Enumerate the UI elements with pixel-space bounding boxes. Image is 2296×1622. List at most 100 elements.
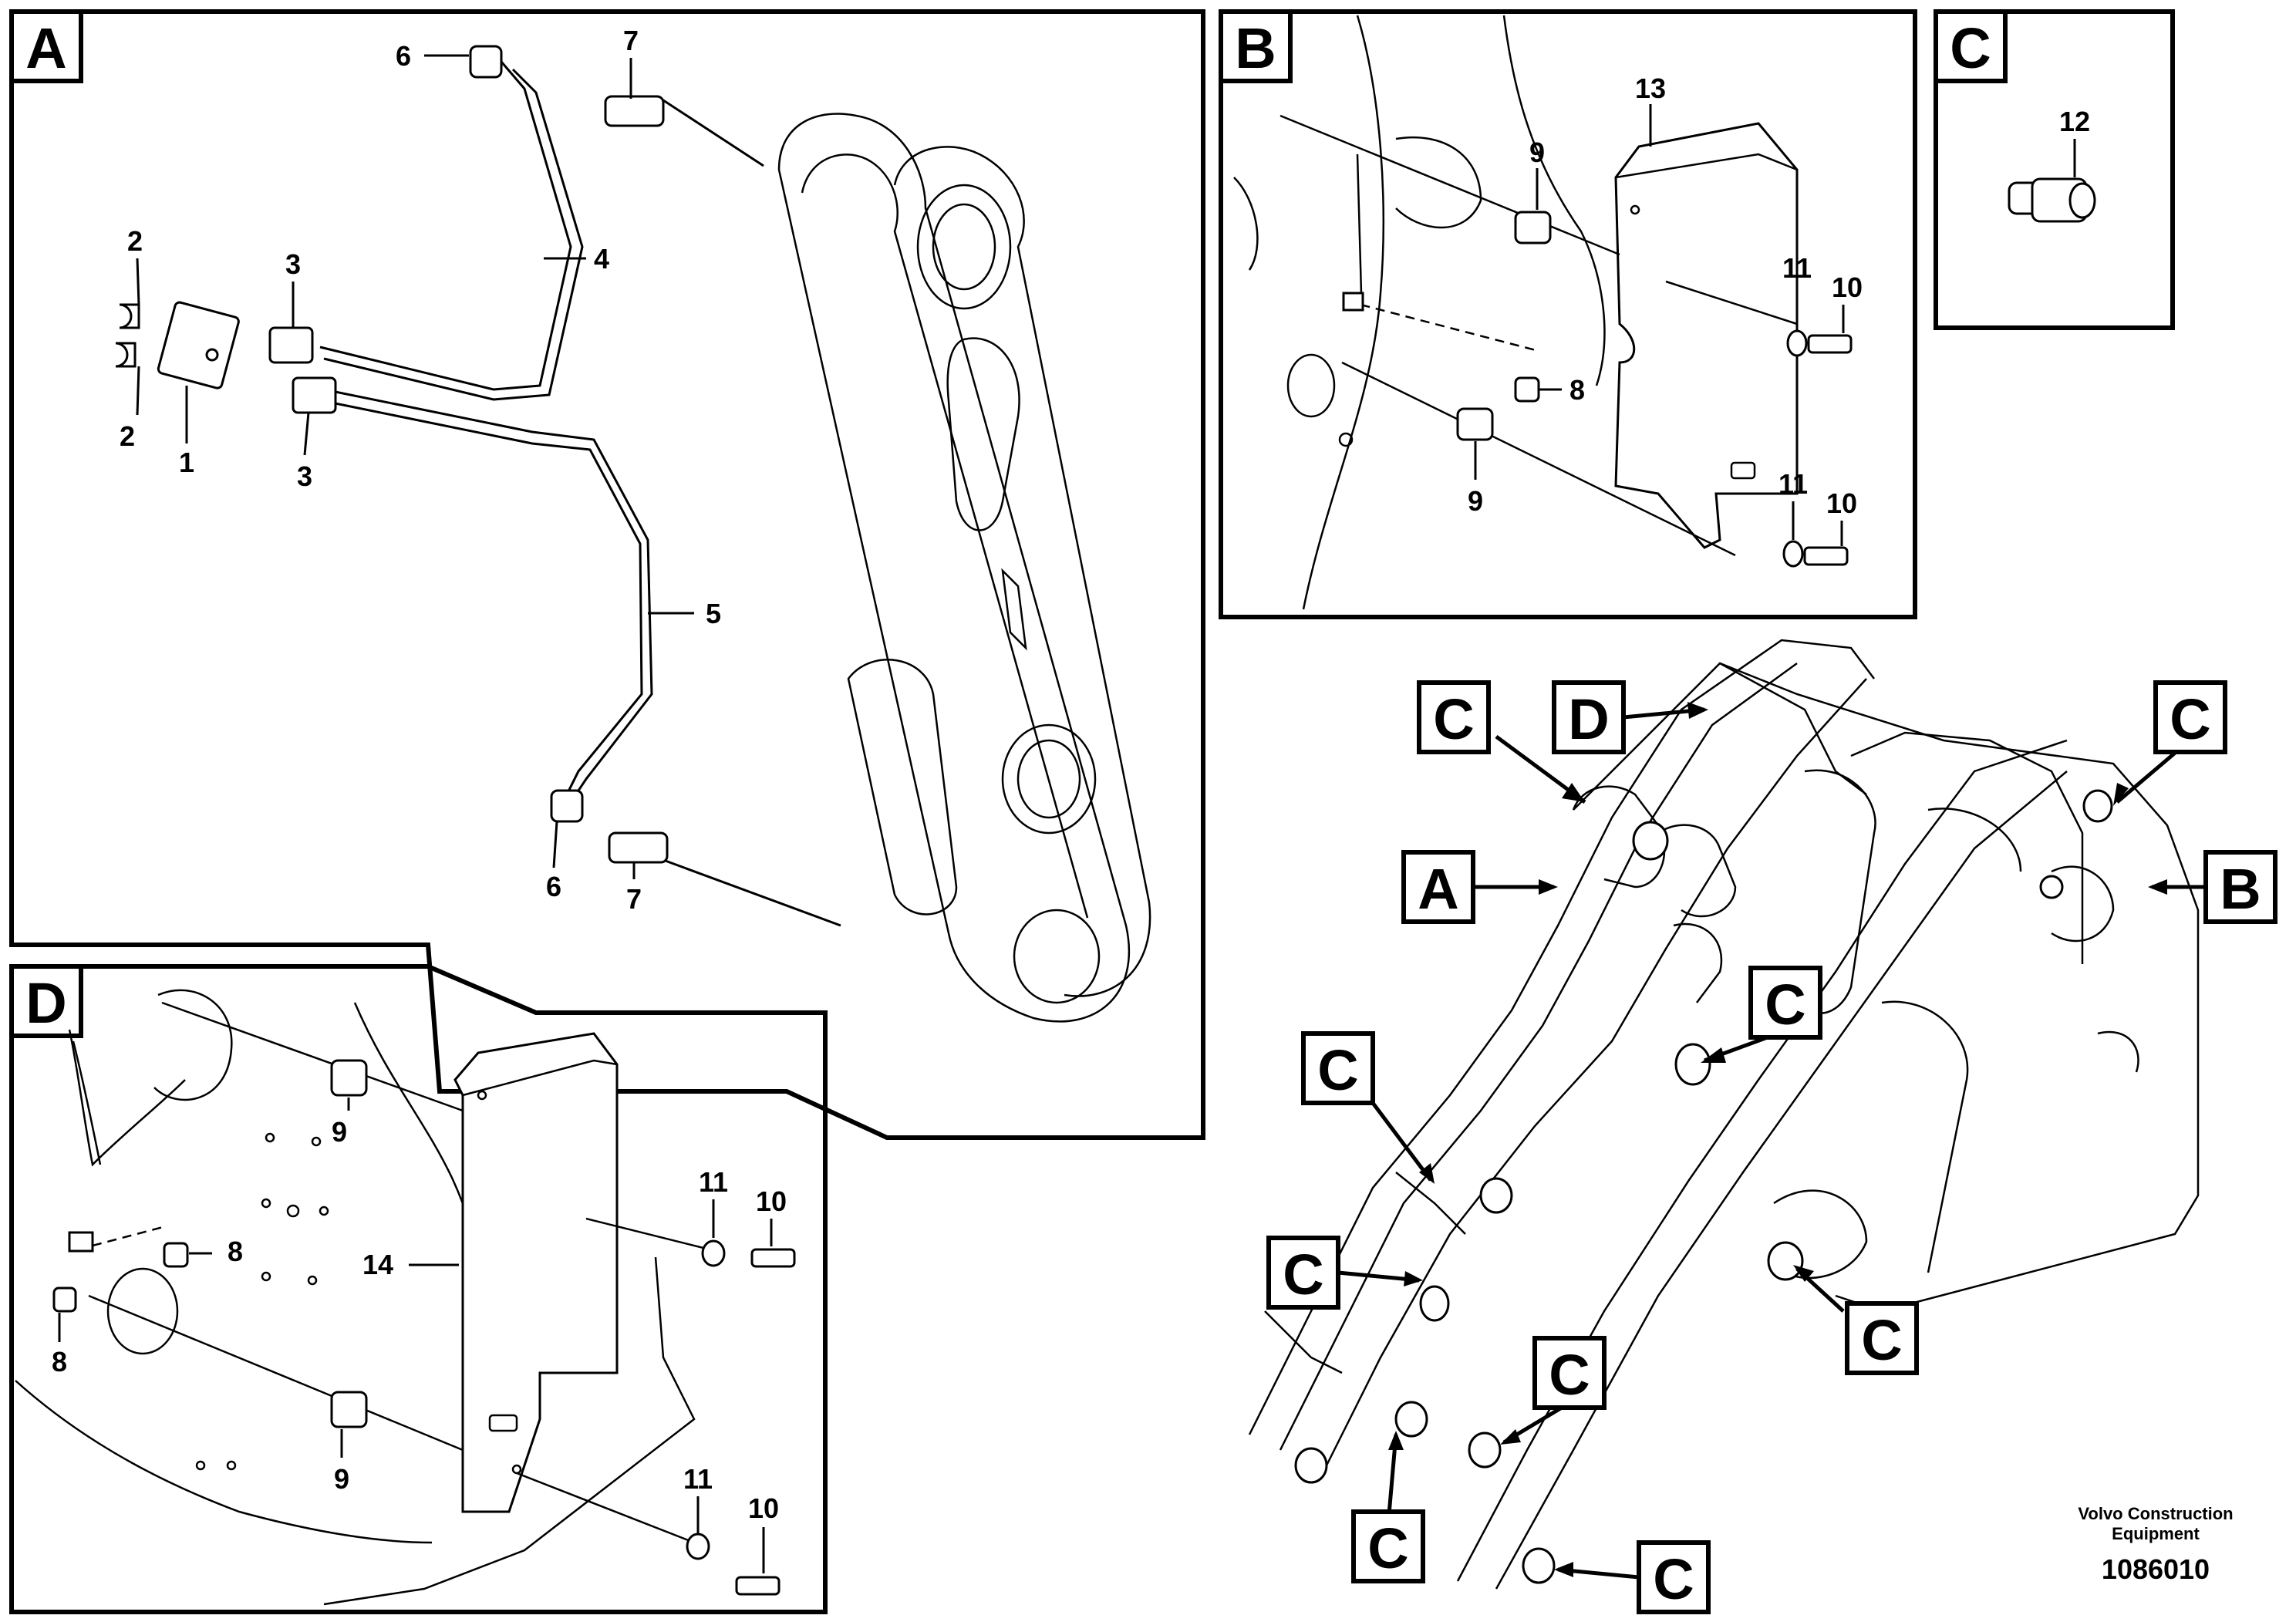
overview-tag-c-bottom-middle: C <box>1549 1343 1590 1407</box>
callout-d-11-lower: 11 <box>683 1463 713 1495</box>
guard-plate-13 <box>1614 122 1799 549</box>
elbow-bottom <box>550 789 584 823</box>
callout-d-8-right: 8 <box>228 1236 243 1267</box>
callout-a-7-bottom: 7 <box>626 883 642 915</box>
panel-c-tag-box <box>1934 9 2008 83</box>
guard-plate-14 <box>453 1032 619 1513</box>
bolt-10-upper <box>1807 334 1853 354</box>
panel-b-tag: B <box>1235 16 1276 80</box>
bolt-10-lower <box>1803 546 1849 566</box>
sensor-block-d <box>68 1231 94 1253</box>
callout-b-10-lower: 10 <box>1826 487 1857 519</box>
bolt-bottom <box>608 831 669 864</box>
callout-b-8: 8 <box>1569 374 1585 406</box>
callout-d-10-upper: 10 <box>756 1185 787 1217</box>
callout-a-4: 4 <box>594 243 609 275</box>
grease-nipple-upper <box>119 303 140 329</box>
footer: Volvo Construction Equipment 1086010 <box>2078 1504 2233 1585</box>
callout-d-10-lower: 10 <box>748 1492 779 1524</box>
callout-a-3-bottom: 3 <box>297 460 312 492</box>
panel-c-tag: C <box>1950 16 1991 80</box>
overview-tag-c-top-right: C <box>2170 687 2210 751</box>
drawing-number: 1086010 <box>2102 1553 2210 1585</box>
panel-d: D <box>9 964 828 1614</box>
fittings <box>115 45 669 864</box>
union-upper <box>268 326 314 364</box>
callout-b-11-lower: 11 <box>1778 468 1808 500</box>
overview-tag-c-center: C <box>1765 973 1805 1037</box>
panel-b-frame <box>1219 9 1917 619</box>
callout-b-13: 13 <box>1635 73 1666 104</box>
elbow-top <box>469 45 503 79</box>
spacer-9-upper <box>1514 211 1552 244</box>
callout-a-5: 5 <box>706 598 721 629</box>
callout-a-1: 1 <box>179 447 194 478</box>
overview-machine: C D A C B C C C C C C C <box>1248 639 2277 1614</box>
union-lower <box>292 376 337 414</box>
bolt-top <box>604 95 665 127</box>
frame-background-b <box>1233 15 1606 610</box>
sensor-block-b <box>1342 292 1364 312</box>
washer-11-lower-d <box>686 1533 710 1560</box>
panel-a-frame <box>9 9 1205 1140</box>
overview-pins <box>1294 789 2113 1584</box>
panel-d-tag-box <box>9 964 83 1038</box>
panel-a-tag-box <box>9 9 83 83</box>
grease-nipple-lower <box>115 342 137 368</box>
overview-tag-c-left-upper: C <box>1317 1038 1358 1102</box>
grease-tubes <box>319 61 841 927</box>
callout-b-9-upper: 9 <box>1529 137 1545 168</box>
company-line-2: Equipment <box>2112 1524 2200 1543</box>
overview-tag-d: D <box>1568 687 1609 751</box>
callout-b-10-upper: 10 <box>1832 271 1863 303</box>
panel-c-frame <box>1934 9 2175 330</box>
callout-a-2-bottom: 2 <box>120 420 135 452</box>
panel-c: C 12 <box>1934 9 2175 330</box>
overview-tag-c-left-lower: C <box>1283 1243 1323 1307</box>
panel-b: B <box>1219 9 1917 619</box>
panel-b-leaders <box>1474 104 1845 546</box>
panel-a-tag: A <box>25 16 66 80</box>
panel-d-frame <box>9 964 828 1614</box>
callout-a-2-top: 2 <box>127 225 143 257</box>
panel-a: A <box>9 9 1205 1140</box>
overview-tag-c-top-left: C <box>1433 687 1474 751</box>
panel-b-tag-box <box>1219 9 1293 83</box>
boom-arm-drawing <box>777 113 1151 1023</box>
company-line-1: Volvo Construction <box>2078 1504 2233 1523</box>
callout-c-12: 12 <box>2059 106 2090 137</box>
washer-11-lower <box>1782 540 1804 568</box>
spacer-9-lower-d <box>330 1391 368 1428</box>
callout-d-9-lower: 9 <box>334 1463 349 1495</box>
callout-a-6-top: 6 <box>396 40 411 72</box>
washer-11-upper-d <box>701 1239 726 1267</box>
callout-d-8-left: 8 <box>52 1346 67 1378</box>
bolt-10-upper-d <box>750 1248 796 1268</box>
overview-tag-c-bottom-left: C <box>1367 1516 1408 1580</box>
overview-arrowheads <box>1388 702 2167 1577</box>
callout-d-14: 14 <box>362 1249 393 1280</box>
callout-a-7-top: 7 <box>623 25 639 56</box>
callout-a-6-bottom: 6 <box>546 871 561 902</box>
panel-d-parts <box>52 1001 796 1596</box>
overview-tag-boxes <box>1266 680 2277 1614</box>
panel-d-tag: D <box>25 971 66 1035</box>
bolt-10-lower-d <box>735 1576 781 1596</box>
distribution-block <box>157 301 240 389</box>
panel-b-parts <box>1279 114 1853 568</box>
frame-background-d <box>15 989 696 1606</box>
panel-a-leaders <box>136 54 694 879</box>
overview-tag-a: A <box>1418 857 1458 921</box>
overview-tag-c-bottom-right: C <box>1653 1547 1694 1611</box>
elbow-8 <box>1514 376 1540 403</box>
grease-nipple-12 <box>2008 177 2096 223</box>
elbow-8-left-d <box>52 1286 77 1313</box>
elbow-8-right-d <box>163 1242 189 1268</box>
callout-b-9-lower: 9 <box>1468 485 1483 517</box>
overview-tag-b: B <box>2220 857 2261 921</box>
overview-tag-c-right-lower: C <box>1861 1308 1902 1372</box>
callout-d-11-upper: 11 <box>699 1166 728 1198</box>
panel-d-leaders <box>58 1098 773 1573</box>
callout-a-3-top: 3 <box>285 248 301 280</box>
